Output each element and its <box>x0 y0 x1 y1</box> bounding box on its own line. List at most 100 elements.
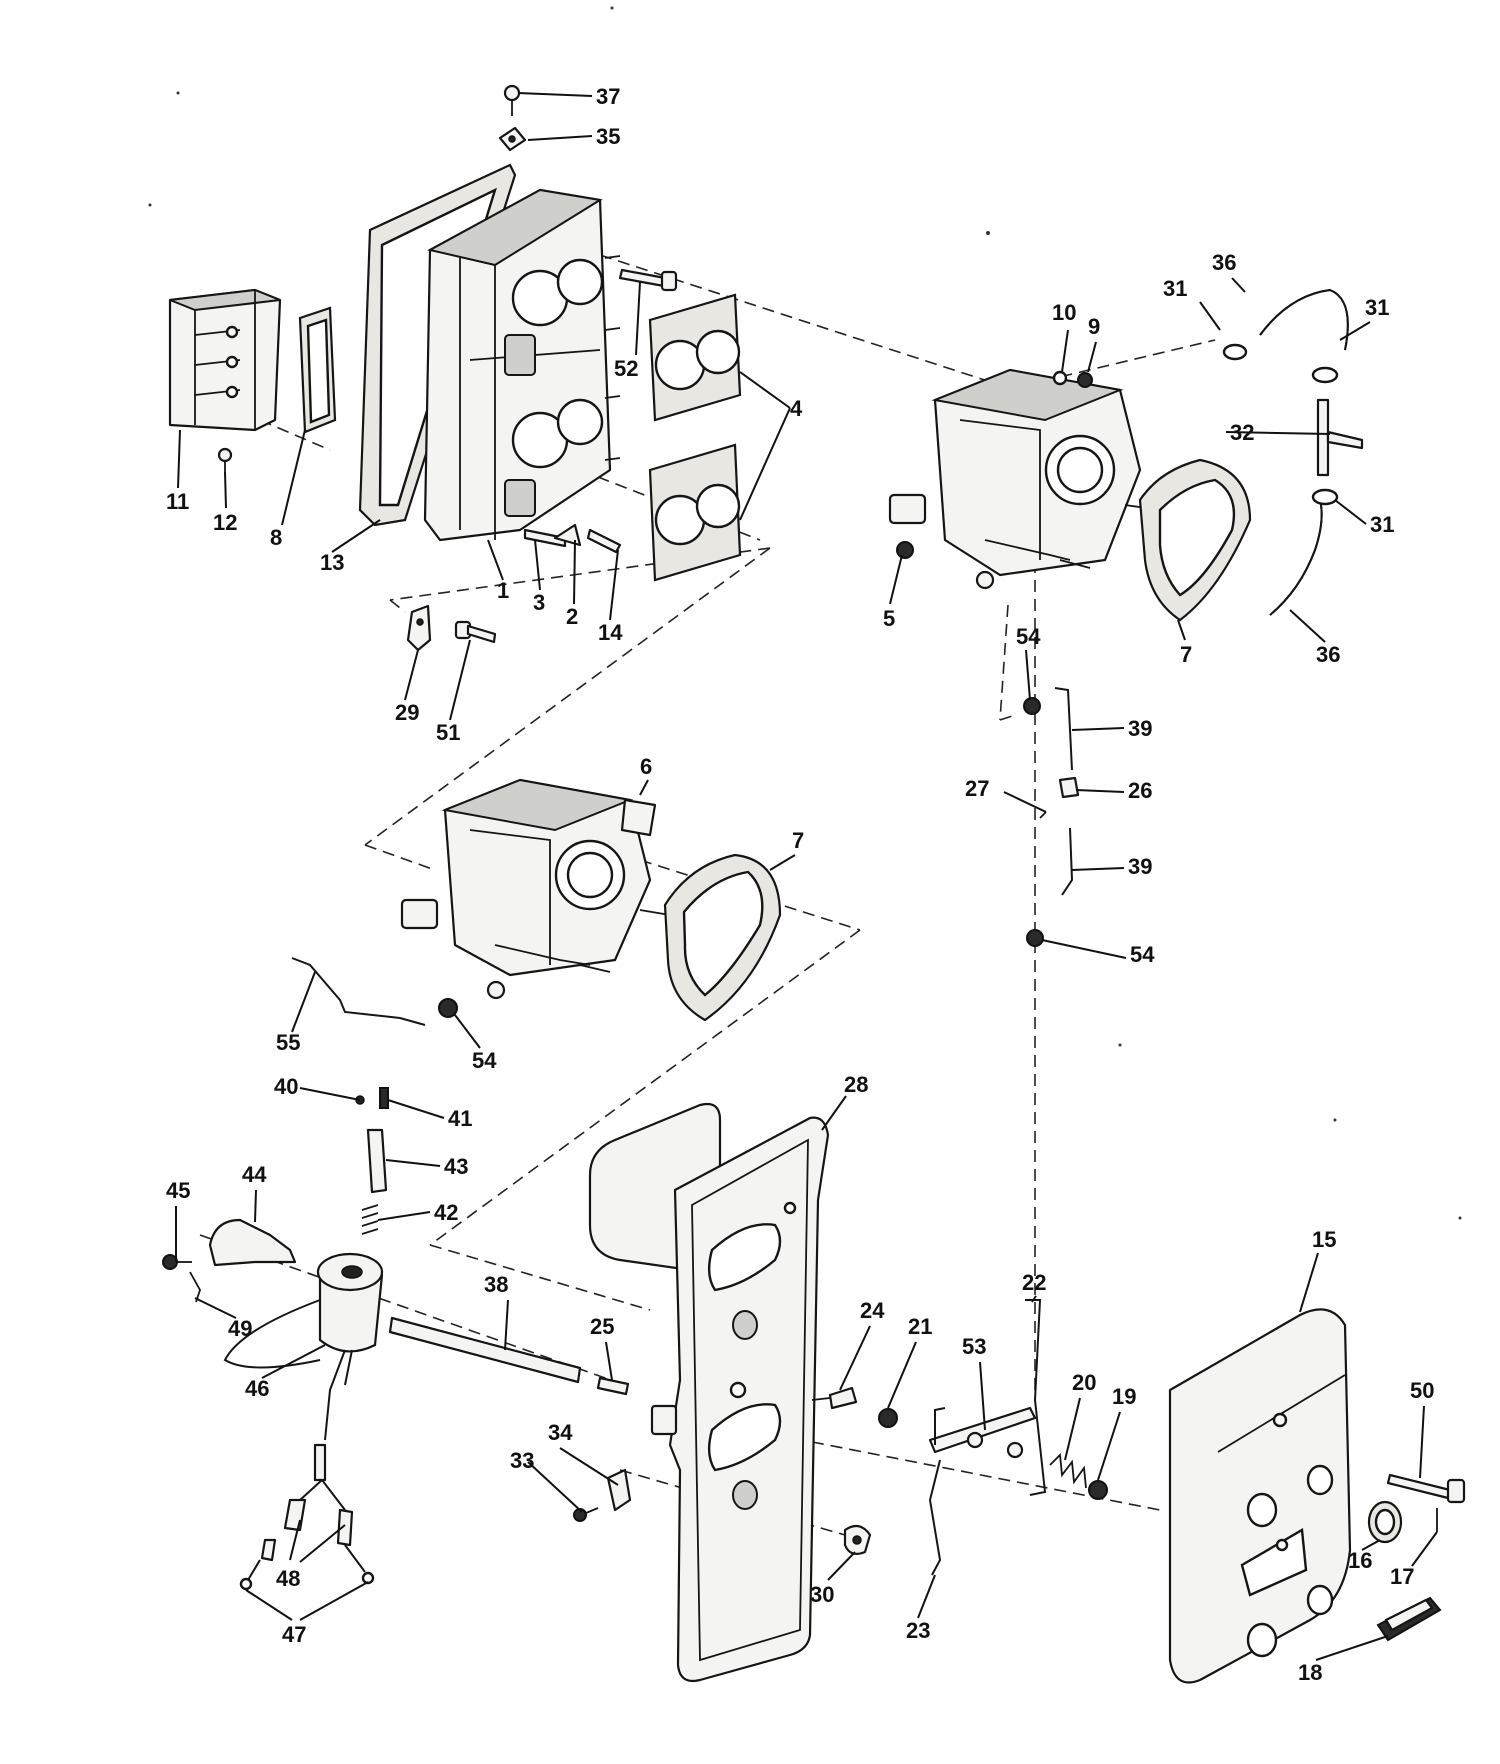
leader-line <box>449 639 471 721</box>
callout-38: 38 <box>484 1272 508 1297</box>
callout-10: 10 <box>1052 300 1076 325</box>
callout-14: 14 <box>598 620 623 645</box>
leader-line <box>1087 341 1097 373</box>
callout-35: 35 <box>596 124 620 149</box>
leader-line <box>1031 1295 1037 1303</box>
screw-52 <box>618 268 678 292</box>
callout-23: 23 <box>906 1618 930 1643</box>
leader-line <box>979 1361 986 1431</box>
gasket-7-lower <box>663 853 782 1022</box>
clip-29 <box>406 604 432 652</box>
scan-specks <box>148 6 1462 1220</box>
callout-54: 54 <box>1130 942 1155 967</box>
callout-39: 39 <box>1128 716 1152 741</box>
leader-line <box>1419 1405 1425 1479</box>
leader-line <box>889 554 903 605</box>
leader-line <box>387 1099 445 1119</box>
callout-22: 22 <box>1022 1270 1046 1295</box>
leader-line <box>917 1574 936 1619</box>
callout-labels: 37 35 36 31 31 10 9 52 4 32 31 11 12 8 1… <box>166 84 1434 1685</box>
studs-upper <box>604 255 621 461</box>
callout-1: 1 <box>497 578 509 603</box>
screw-12 <box>217 447 233 472</box>
callout-32: 32 <box>1230 420 1254 445</box>
leader-line <box>1177 619 1186 641</box>
leader-line <box>821 1095 847 1131</box>
callout-31: 31 <box>1365 295 1389 320</box>
leader-line <box>1334 499 1367 525</box>
callout-45: 45 <box>166 1178 190 1203</box>
leader-line <box>534 539 541 591</box>
pin-25 <box>596 1376 630 1396</box>
leader-line <box>839 1325 871 1391</box>
callout-6: 6 <box>640 754 652 779</box>
rod-38 <box>388 1316 582 1384</box>
callout-24: 24 <box>860 1298 885 1323</box>
callout-30: 30 <box>810 1582 834 1607</box>
callout-39: 39 <box>1128 854 1152 879</box>
callout-31: 31 <box>1163 276 1187 301</box>
callout-17: 17 <box>1390 1564 1414 1589</box>
leader-line <box>245 1589 293 1621</box>
callout-20: 20 <box>1072 1370 1096 1395</box>
leader-line <box>299 1087 361 1101</box>
screw-24-nut-21 <box>811 1386 898 1428</box>
gasket-8 <box>298 306 337 434</box>
leader-line <box>454 1014 481 1049</box>
rod-55-nut-54 <box>291 957 458 1026</box>
callout-47: 47 <box>282 1622 306 1647</box>
spring-20-nut-19 <box>1049 1453 1108 1500</box>
solenoid-parts-40-43 <box>355 1087 389 1235</box>
callout-21: 21 <box>908 1314 932 1339</box>
leader-line <box>289 1519 301 1561</box>
callout-42: 42 <box>434 1200 458 1225</box>
carburetor-upper-5 <box>888 368 1161 590</box>
leader-line <box>299 1524 346 1563</box>
callout-25: 25 <box>590 1314 614 1339</box>
leader-line <box>609 549 619 621</box>
callout-50: 50 <box>1410 1378 1434 1403</box>
gaskets-4 <box>648 293 742 582</box>
callout-3: 3 <box>533 590 545 615</box>
bolt-51 <box>454 620 497 644</box>
leader-line <box>1097 1411 1121 1481</box>
leader-line <box>1025 649 1031 701</box>
leader-line <box>1199 301 1221 331</box>
callout-48: 48 <box>276 1566 300 1591</box>
leader-line <box>1361 1539 1381 1551</box>
bracket-18 <box>1376 1596 1442 1642</box>
callout-33: 33 <box>510 1448 534 1473</box>
leader-line <box>1064 1397 1081 1461</box>
reed-block-11 <box>168 288 282 432</box>
callout-19: 19 <box>1112 1384 1136 1409</box>
carburetor-lower-6 <box>400 778 671 1000</box>
callout-54: 54 <box>1016 624 1041 649</box>
callout-18: 18 <box>1298 1660 1322 1685</box>
leader-line <box>573 539 576 605</box>
callout-49: 49 <box>228 1316 252 1341</box>
callout-2: 2 <box>566 604 578 629</box>
callout-16: 16 <box>1348 1548 1372 1573</box>
callout-29: 29 <box>395 700 419 725</box>
links-39-26-27-54 <box>1023 687 1080 947</box>
leader-line <box>1225 431 1331 435</box>
leader-line <box>605 1341 613 1381</box>
callout-7: 7 <box>1180 642 1192 667</box>
bolt-37 <box>503 84 521 116</box>
leader-lines <box>175 92 1438 1661</box>
callout-37: 37 <box>596 84 620 109</box>
leader-line <box>1041 939 1127 959</box>
callout-40: 40 <box>274 1074 298 1099</box>
leader-line <box>827 1551 856 1581</box>
leader-line <box>739 407 791 521</box>
manifold-1 <box>423 188 612 542</box>
leader-line <box>1289 609 1326 643</box>
callout-31: 31 <box>1370 512 1394 537</box>
leader-line <box>739 371 791 409</box>
callout-13: 13 <box>320 550 344 575</box>
gasket-7-upper <box>1138 458 1252 622</box>
solenoid-coil-46 <box>223 1252 384 1441</box>
callout-27: 27 <box>965 776 989 801</box>
leader-line <box>404 649 419 701</box>
leader-line <box>517 92 593 97</box>
